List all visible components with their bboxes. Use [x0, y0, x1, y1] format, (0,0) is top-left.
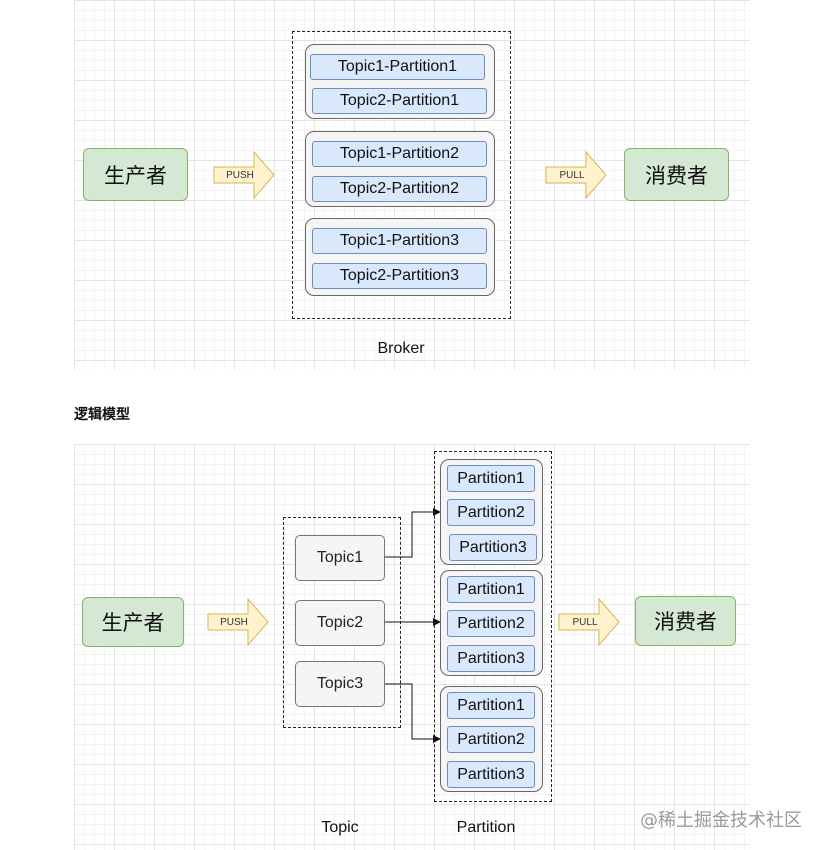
partition-box[interactable]: Partition1: [447, 465, 535, 492]
partition-box[interactable]: Partition1: [447, 576, 535, 603]
topic-label: Topic: [321, 819, 359, 836]
pull-arrow: [558, 597, 620, 647]
push-arrow: [207, 597, 269, 647]
partition-box[interactable]: Partition3: [447, 761, 535, 788]
broker-partition-box[interactable]: Topic2-Partition1: [312, 88, 487, 114]
topic-box[interactable]: Topic2: [295, 600, 385, 646]
producer-box[interactable]: 生产者: [83, 148, 188, 201]
push-arrow: [213, 150, 275, 200]
pull-label: PULL: [572, 616, 598, 628]
partition-box[interactable]: Partition3: [449, 534, 537, 561]
partition-label: Partition: [456, 819, 516, 836]
producer-box[interactable]: 生产者: [82, 597, 184, 647]
topic-box[interactable]: Topic1: [295, 535, 385, 581]
partition-container: [434, 451, 552, 802]
watermark-text: @稀土掘金技术社区: [640, 810, 802, 831]
partition-box[interactable]: Partition2: [447, 610, 535, 637]
broker-partition-box[interactable]: Topic1-Partition2: [312, 141, 487, 167]
broker-container: [292, 31, 511, 319]
broker-partition-box[interactable]: Topic2-Partition3: [312, 263, 487, 289]
push-label: PUSH: [220, 616, 248, 628]
broker-partition-box[interactable]: Topic1-Partition3: [312, 228, 487, 254]
topic-box[interactable]: Topic3: [295, 661, 385, 707]
consumer-box[interactable]: 消费者: [624, 148, 729, 201]
connector-topic3: [385, 683, 441, 743]
connector-topic1: [385, 508, 441, 558]
partition-box[interactable]: Partition1: [447, 692, 535, 719]
pull-arrow: [545, 150, 607, 200]
push-label: PUSH: [226, 169, 254, 181]
partition-box[interactable]: Partition3: [447, 645, 535, 672]
broker-label: Broker: [377, 340, 425, 357]
partition-box[interactable]: Partition2: [447, 499, 535, 526]
broker-partition-box[interactable]: Topic1-Partition1: [310, 54, 485, 80]
partition-box[interactable]: Partition2: [447, 726, 535, 753]
logical-model-heading: 逻辑模型: [74, 407, 130, 423]
broker-partition-box[interactable]: Topic2-Partition2: [312, 176, 487, 202]
pull-label: PULL: [559, 169, 585, 181]
consumer-box[interactable]: 消费者: [635, 596, 736, 646]
